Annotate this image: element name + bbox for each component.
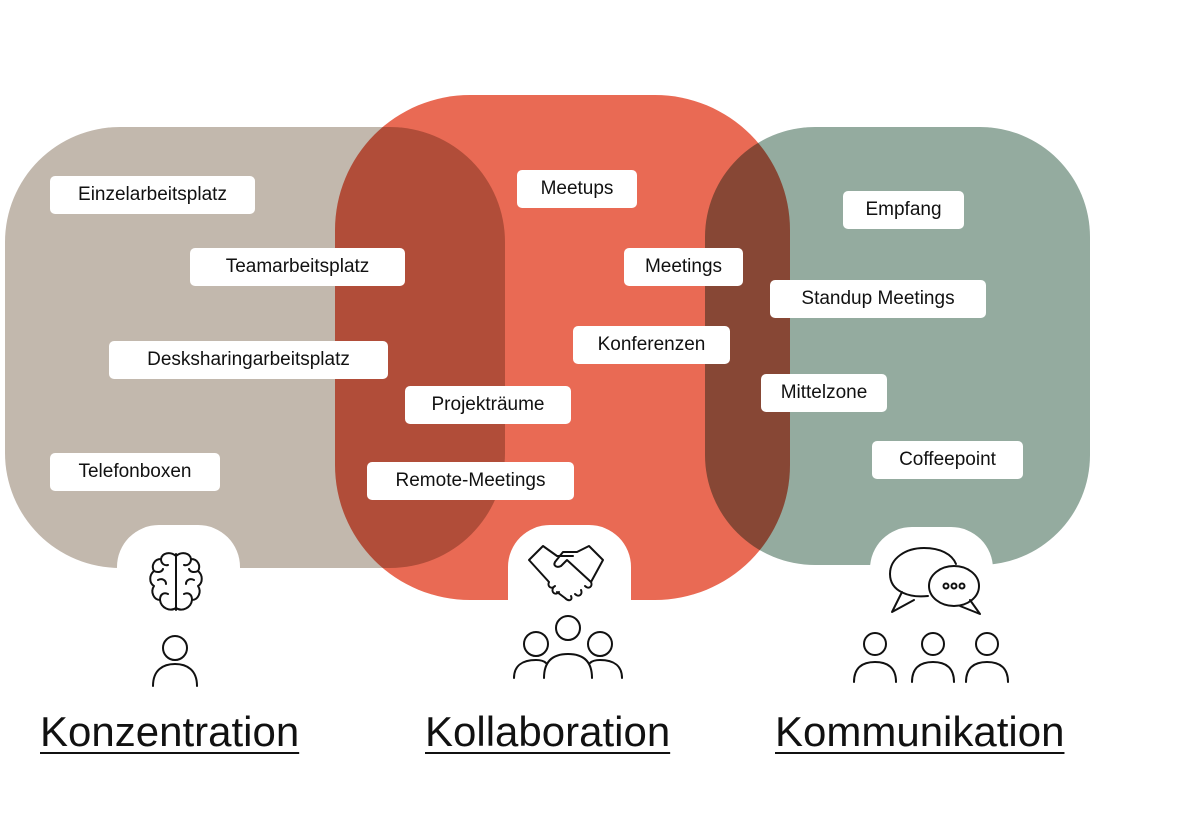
group-icon	[513, 615, 623, 679]
heading-konzentration: Konzentration	[40, 708, 300, 755]
heading-kommunikation: Kommunikation	[775, 708, 1065, 755]
three-persons-icon	[853, 632, 1009, 683]
label-empfang: Empfang	[843, 191, 964, 229]
kommunikation-icon-tab	[870, 527, 993, 647]
brain-icon	[149, 552, 203, 611]
label-einzelarbeitsplatz: Einzelarbeitsplatz	[50, 176, 255, 214]
label-standup-meetings: Standup Meetings	[770, 280, 986, 318]
handshake-icon	[528, 545, 604, 602]
label-telefonboxen: Telefonboxen	[50, 453, 220, 491]
konzentration-icon-tab	[117, 525, 240, 645]
person-icon	[152, 635, 198, 687]
speech-bubbles-icon	[889, 547, 981, 615]
heading-kollaboration: Kollaboration	[425, 708, 671, 755]
label-meetings: Meetings	[624, 248, 743, 286]
label-desksharingarbeitsplatz: Desksharingarbeitsplatz	[109, 341, 388, 379]
label-projektraeume: Projekträume	[405, 386, 571, 424]
label-teamarbeitsplatz: Teamarbeitsplatz	[190, 248, 405, 286]
label-coffeepoint: Coffeepoint	[872, 441, 1023, 479]
kollaboration-icon-tab	[508, 525, 631, 645]
label-meetups: Meetups	[517, 170, 637, 208]
label-remote-meetings: Remote-Meetings	[367, 462, 574, 500]
label-konferenzen: Konferenzen	[573, 326, 730, 364]
label-mittelzone: Mittelzone	[761, 374, 887, 412]
